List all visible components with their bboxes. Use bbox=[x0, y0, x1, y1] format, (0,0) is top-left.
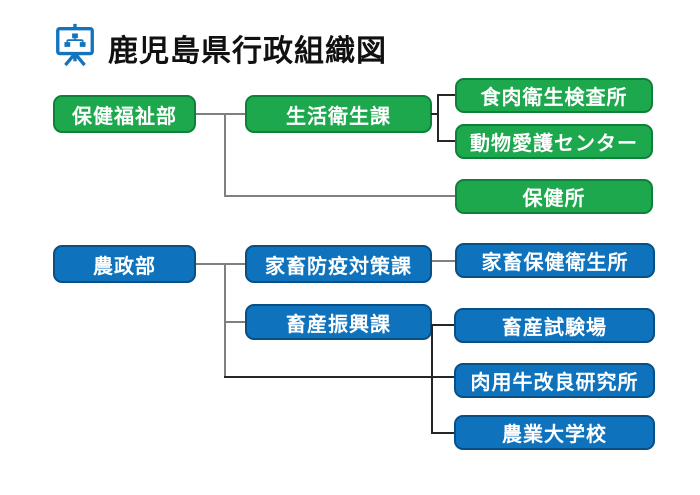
connector-kachikuboeki-to-kachikuhoken bbox=[432, 260, 455, 262]
bracket-stub-nogyodaigakko bbox=[431, 432, 454, 434]
org-node-kachiku-boeki-taisaku-ka: 家畜防疫対策課 bbox=[245, 245, 432, 283]
org-node-seikatsu-eisei-ka: 生活衛生課 bbox=[245, 95, 432, 133]
org-node-nogyo-daigakko: 農業大学校 bbox=[454, 415, 655, 450]
connector-to-hokenjo bbox=[224, 195, 455, 197]
org-node-shokuniku-eisei-kensajo: 食肉衛生検査所 bbox=[455, 78, 653, 113]
org-node-nosei-bu: 農政部 bbox=[53, 245, 196, 283]
connector-hokenfukushi-drop bbox=[224, 113, 226, 196]
connector-hokenfukushi-to-seikatsueisei bbox=[196, 113, 245, 115]
org-node-dobutsu-aigo-center: 動物愛護センター bbox=[455, 124, 653, 159]
connector-nosei-to-kachikuboeki bbox=[196, 263, 245, 265]
org-node-hoken-fukushi-bu: 保健福祉部 bbox=[53, 95, 196, 133]
page-title: 鹿児島県行政組織図 bbox=[108, 34, 387, 69]
bracket-stub-dobutsuaigo bbox=[437, 140, 455, 142]
org-node-chikusan-shikenjo: 畜産試験場 bbox=[454, 308, 655, 343]
presentation-board-icon bbox=[56, 23, 94, 67]
connector-nosei-drop bbox=[224, 263, 226, 377]
org-node-chikusan-shinko-ka: 畜産振興課 bbox=[245, 304, 432, 340]
connector-stub-chikusanshinko bbox=[224, 321, 245, 323]
org-node-hokenjo: 保健所 bbox=[455, 179, 653, 214]
org-node-nikuyogyu-kairyo-kenkyujo: 肉用牛改良研究所 bbox=[454, 363, 655, 398]
org-node-kachiku-hoken-eiseijo: 家畜保健衛生所 bbox=[455, 243, 655, 278]
bracket-seikatsueisei-vertical bbox=[437, 94, 439, 142]
bracket-seikatsueisei-stem bbox=[431, 113, 439, 115]
bracket-stub-shokuniku bbox=[437, 94, 455, 96]
bracket-chikusan-vertical bbox=[431, 324, 433, 434]
bracket-stub-chikusanshikenjo bbox=[431, 324, 454, 326]
connector-feed-to-bracket bbox=[224, 376, 454, 378]
